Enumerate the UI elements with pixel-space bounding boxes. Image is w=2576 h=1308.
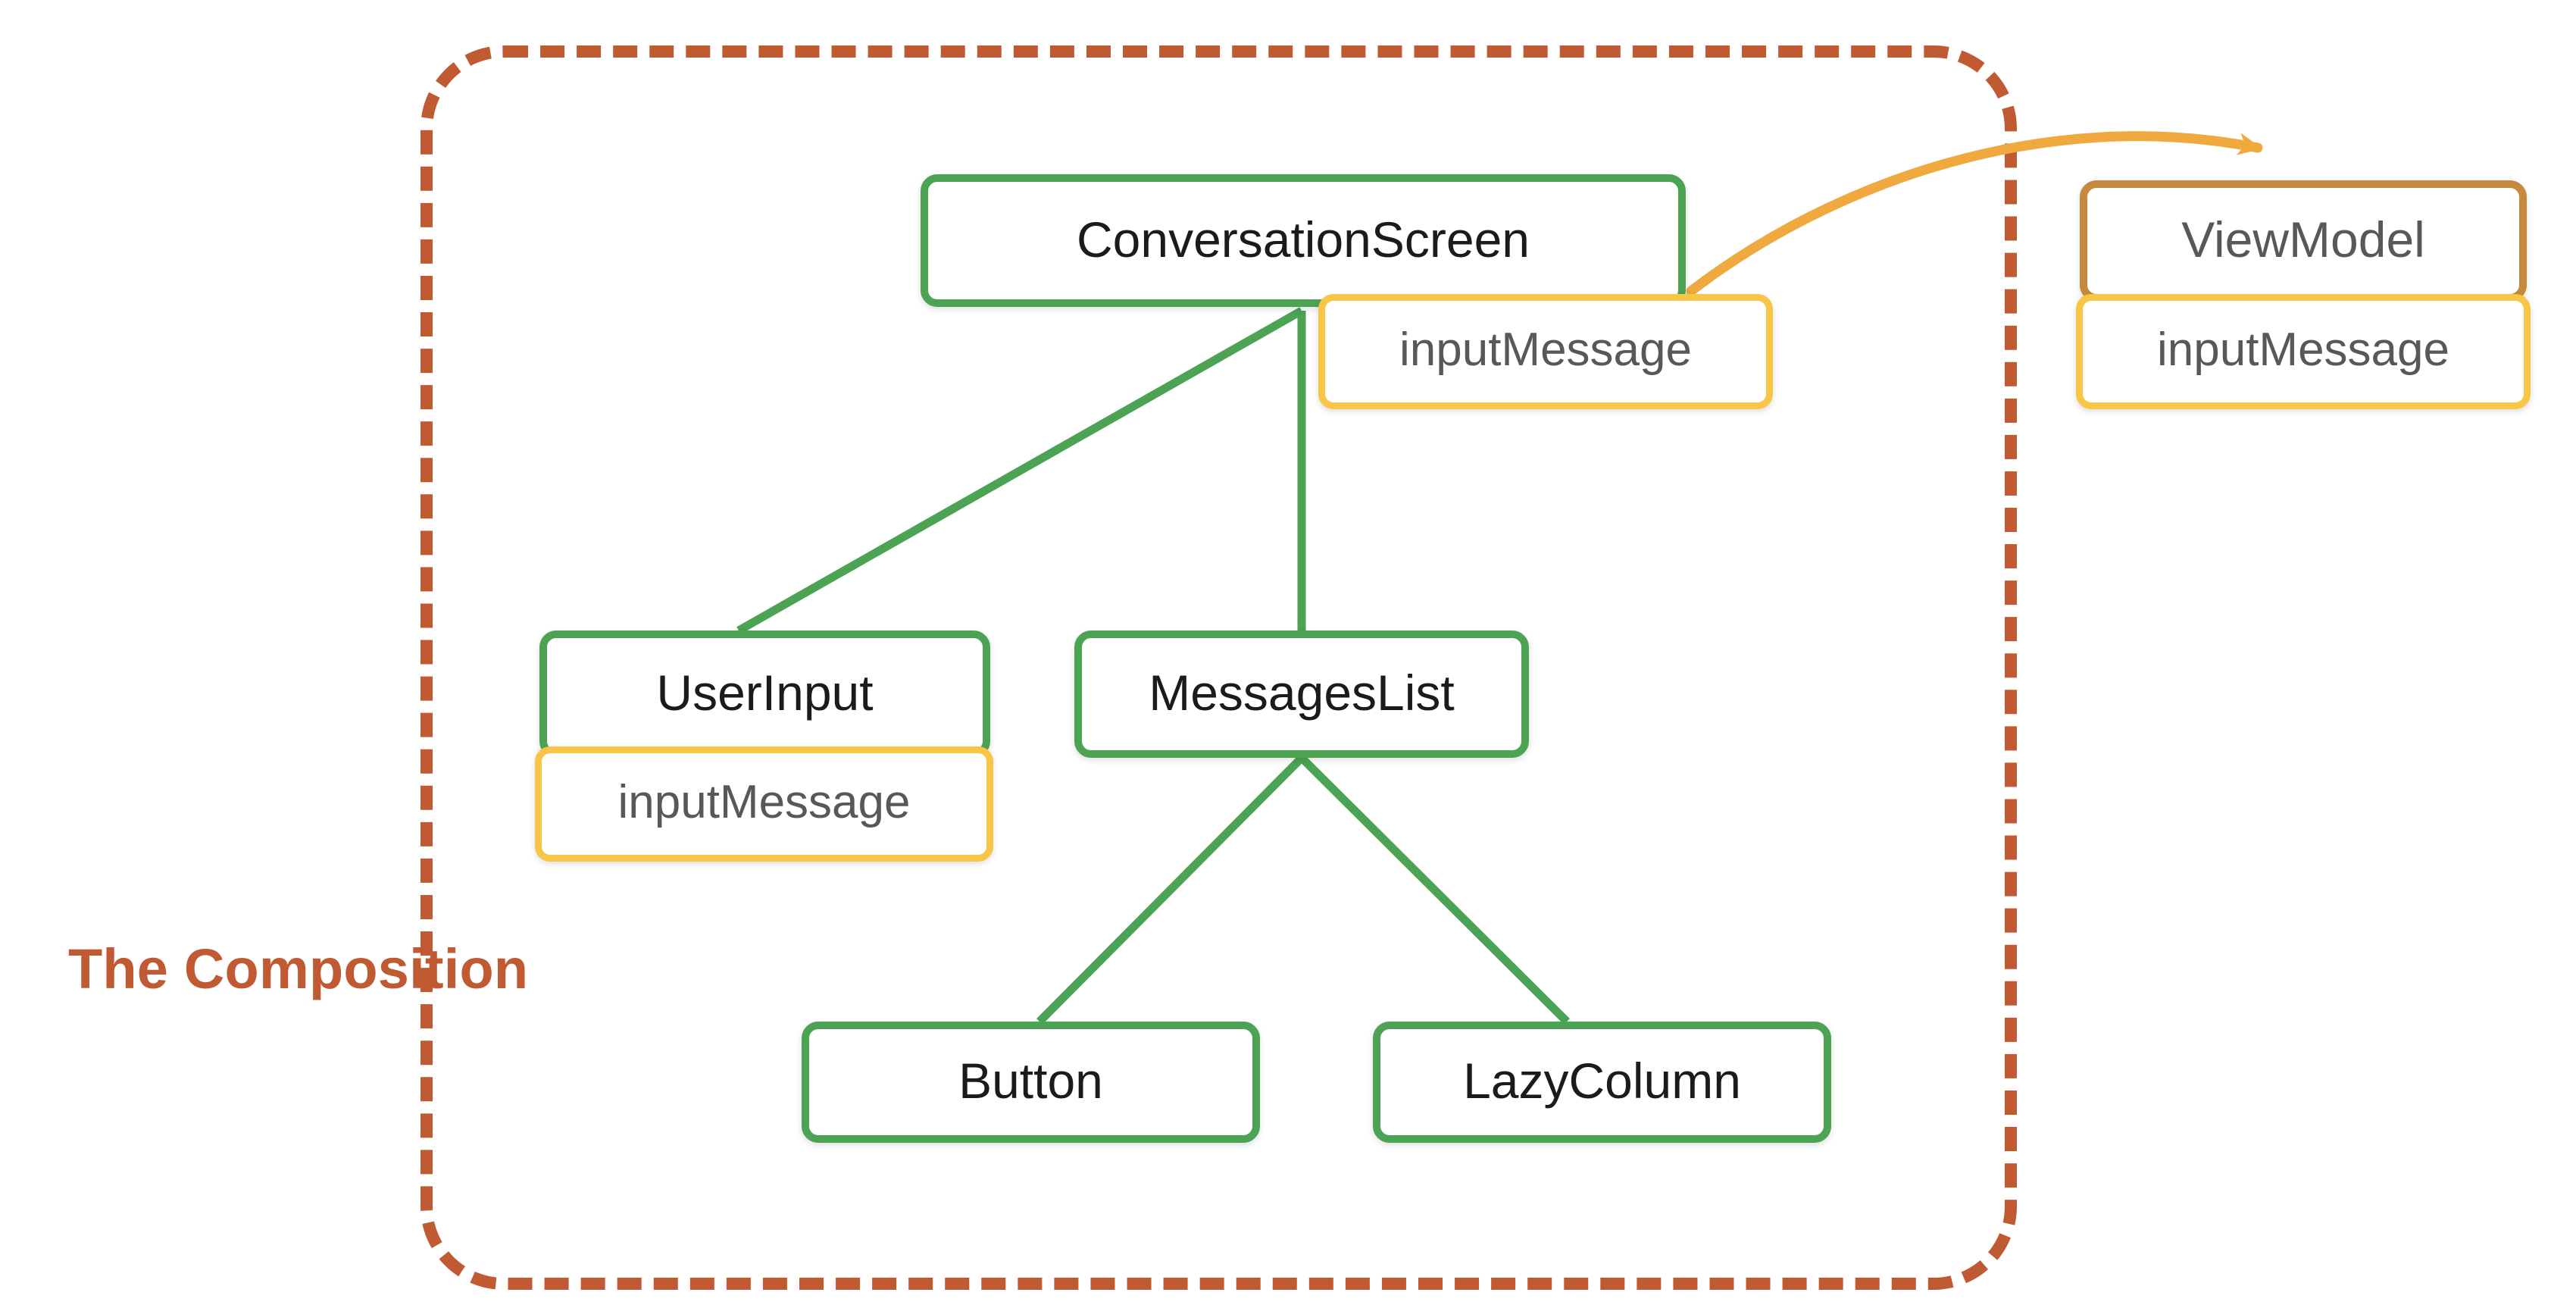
node-user-input[interactable]: UserInput xyxy=(539,631,990,758)
node-label-user-input: UserInput xyxy=(656,665,874,721)
composition-label: The Composition xyxy=(68,937,529,1000)
node-label-view-model: ViewModel xyxy=(2181,211,2425,268)
node-label-messages-list: MessagesList xyxy=(1149,665,1455,721)
node-conversation-screen[interactable]: ConversationScreen xyxy=(921,174,1686,307)
node-button[interactable]: Button xyxy=(802,1022,1260,1143)
state-chip-label-view-model: inputMessage xyxy=(2156,324,2450,376)
node-label-button: Button xyxy=(958,1053,1103,1109)
state-chip-user-input[interactable]: inputMessage xyxy=(535,746,993,862)
node-messages-list[interactable]: MessagesList xyxy=(1074,631,1529,758)
state-chip-label-conversation-screen: inputMessage xyxy=(1399,324,1693,376)
state-chip-view-model[interactable]: inputMessage xyxy=(2076,294,2531,409)
node-label-conversation-screen: ConversationScreen xyxy=(1077,211,1530,268)
node-label-lazy-column: LazyColumn xyxy=(1463,1053,1741,1109)
state-chip-conversation-screen[interactable]: inputMessage xyxy=(1318,294,1773,409)
node-view-model[interactable]: ViewModel xyxy=(2080,180,2527,302)
node-lazy-column[interactable]: LazyColumn xyxy=(1373,1022,1831,1143)
state-chip-label-user-input: inputMessage xyxy=(617,776,911,828)
composition-boundary xyxy=(420,45,2017,1290)
